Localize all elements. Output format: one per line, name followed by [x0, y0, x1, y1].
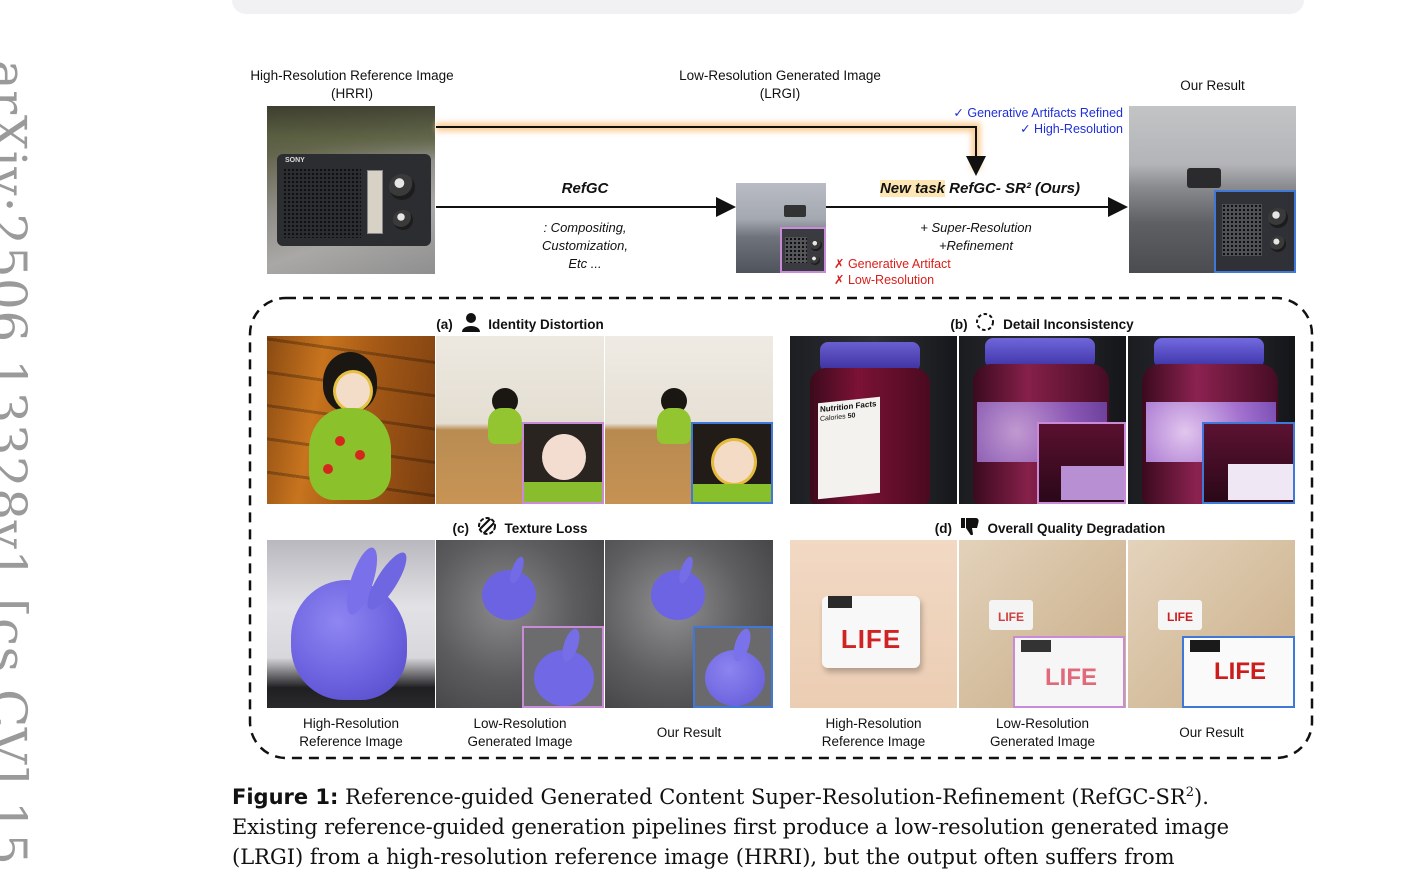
pipeline-arrows: [436, 122, 1128, 217]
new-task-description: + Super-Resolution +Refinement: [920, 220, 1032, 253]
skip-arrow: [436, 126, 986, 176]
camera-result-inset: LIFE: [1182, 636, 1295, 708]
hrri-label: High-Resolution Reference Image (HRRI): [250, 68, 454, 101]
label-ours-right: Our Result: [1179, 725, 1244, 740]
doll-result-photo: [605, 336, 773, 504]
page-top-bar: [232, 0, 1304, 14]
bunny-hr-photo: [267, 540, 435, 708]
jar-lr-inset: [1037, 422, 1126, 504]
bunny-result-photo: [605, 540, 773, 708]
result-label-top: Our Result: [1180, 78, 1245, 93]
doll-result-inset: [691, 422, 773, 504]
jar-result-inset: [1202, 422, 1295, 504]
bunny-lr-inset: [522, 626, 604, 708]
doll-hr-photo: [267, 336, 435, 504]
camera-hr-photo: LIFE: [790, 540, 957, 708]
check-list: ✓ Generative Artifacts Refined ✓ High-Re…: [953, 106, 1123, 136]
result-inset-top: [1214, 190, 1296, 273]
refgc-description: : Compositing, Customization, Etc ...: [542, 220, 628, 271]
section-c-header: (c) Texture Loss: [420, 516, 620, 538]
section-a-header: (a) Identity Distortion: [390, 312, 650, 334]
jar-result-photo: [1128, 336, 1295, 504]
jar-hr-photo: Nutrition Facts Calories 50: [790, 336, 957, 504]
doll-lr-photo: [436, 336, 604, 504]
lrgi-label: Low-Resolution Generated Image (LRGI): [679, 68, 881, 101]
hrri-radio-photo: SONY: [267, 106, 435, 274]
result-photo-top: [1129, 106, 1296, 273]
thumbs-down-icon: [960, 518, 979, 536]
dashed-circle-icon: [976, 313, 995, 331]
refgc-title: RefGC: [561, 180, 609, 197]
section-b-header: (b) Detail Inconsistency: [912, 312, 1172, 334]
camera-lr-inset: LIFE: [1013, 636, 1125, 708]
bunny-result-inset: [693, 626, 773, 708]
camera-lr-photo: LIFE LIFE: [959, 540, 1126, 708]
lrgi-photo: [736, 183, 826, 273]
figure-caption: Figure 1: Reference-guided Generated Con…: [232, 785, 1229, 869]
cross-list: ✗ Generative Artifact ✗ Low-Resolution: [834, 257, 951, 287]
bunny-lr-photo: [436, 540, 604, 708]
new-task-title: New task RefGC- SR² (Ours): [879, 180, 1081, 197]
label-ours-left: Our Result: [656, 725, 722, 740]
doll-lr-inset: [522, 422, 604, 504]
camera-result-photo: LIFE LIFE: [1128, 540, 1295, 708]
lrgi-inset: [780, 227, 826, 273]
person-icon: [461, 313, 480, 332]
jar-lr-photo: [959, 336, 1126, 504]
section-d-header: (d) Overall Quality Degradation: [900, 516, 1200, 538]
hatched-circle-icon: [477, 517, 496, 535]
